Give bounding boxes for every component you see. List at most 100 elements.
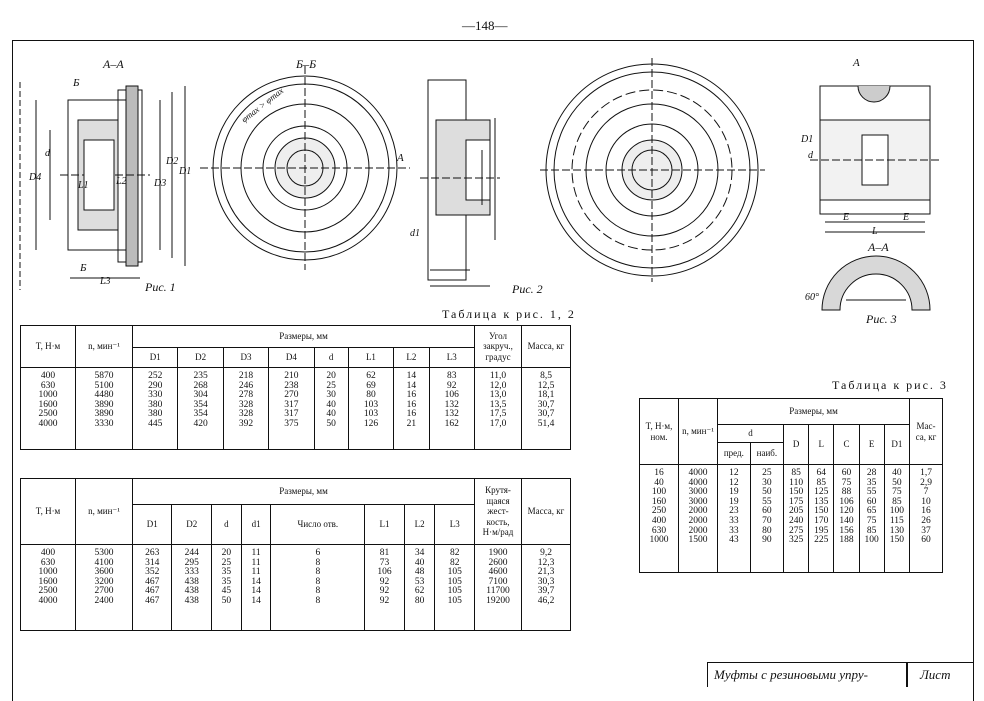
t1-h-col: D3 [222,347,270,368]
fig3-side-view [810,85,940,233]
stamp-divider [906,663,908,687]
t1-h-sizes: Размеры, мм [132,325,475,348]
t1-h-col: D2 [177,347,224,368]
t1-col-l2: 14 14 16 16 16 21 [393,367,430,450]
t1-h-col: D1 [131,347,179,368]
dim-fig3-d1: D1 [801,134,814,145]
t3-h-pred: пред. [717,442,751,465]
t2-h-mass: Масса, кг [521,478,571,545]
t1-h-mass: Масса, кг [521,325,571,368]
table3-caption: Таблица к рис. 3 [832,378,948,392]
t2-col-d2: 244 295 333 438 438 438 [171,544,212,631]
t2-col-stiff: 1900 2600 4600 7100 11700 19200 [474,544,522,631]
dim-fig2-d1: d1 [410,228,420,239]
t3-h-col: C [833,424,860,465]
t3-col-e: 28 35 55 60 65 75 85 100 [858,464,885,573]
t2-h-col: d [210,504,242,545]
t2-h-col: D1 [131,504,173,545]
dim-d3: D3 [154,178,167,189]
label-a-fig2: А [397,152,404,164]
t1-col-l1: 62 69 80 103 103 126 [347,367,395,450]
t2-h-col: L1 [364,504,405,545]
t2-col-d1-small: 11 11 11 14 14 14 [240,544,272,631]
t1-h-col: d [313,347,349,368]
t3-col-pred: 12 12 19 19 23 33 33 43 [717,464,751,573]
t1-col-d1: 252 290 330 380 380 445 [131,367,179,450]
t2-col-mass: 9,2 12,3 21,3 30,3 39,7 46,2 [521,544,571,631]
t2-col-holes: 6 8 8 8 8 8 [270,544,366,631]
label-b-bottom: Б [80,262,87,274]
t1-h-col: D4 [268,347,315,368]
t3-col-d: 85 110 150 175 205 240 275 325 [783,464,810,573]
t1-col-n: 5870 5100 4480 3890 3890 3330 [75,367,133,450]
t1-h-t: T, Н·м [20,325,76,368]
t3-h-n: n, мин⁻¹ [678,398,718,465]
fig1-front-view [200,66,410,270]
t2-h-sizes: Размеры, мм [132,478,475,505]
dim-d2: D2 [166,156,179,167]
dim-e-left: E [843,212,850,223]
label-angle: 60° [805,292,819,303]
label-section-bb: Б–Б [296,57,317,71]
label-section-aa: А–А [103,57,124,71]
t3-h-col: L [808,424,835,465]
t3-h-col: D1 [883,424,911,465]
t3-col-l: 64 85 125 135 150 170 195 225 [808,464,835,573]
t2-col-l1: 81 73 106 92 92 92 [364,544,405,631]
t1-h-angle: Угол закруч., градус [474,325,522,368]
label-fig3: Рис. 3 [866,312,897,326]
t3-h-col: E [858,424,885,465]
t3-col-naib: 25 30 50 55 60 70 80 90 [749,464,785,573]
t2-h-col: Число отв. [270,504,366,545]
t2-h-col: D2 [171,504,212,545]
dim-d: d [45,148,50,159]
t3-h-sizes: Размеры, мм [717,398,910,425]
table1-caption: Таблица к рис. 1, 2 [442,307,576,321]
dim-e-right: E [903,212,910,223]
t2-col-d1: 263 314 352 467 467 467 [131,544,173,631]
t2-col-n: 5300 4100 3600 3200 2700 2400 [75,544,133,631]
label-section-aa-fig3: А–А [868,240,889,254]
label-b-top: Б [73,77,80,89]
page-number: —148— [462,18,508,33]
label-fig1: Рис. 1 [145,280,176,294]
table1: T, Н·м n, мин⁻¹ Размеры, мм Угол закруч.… [20,325,571,450]
t3-h-col: D [783,424,810,465]
t2-col-d: 20 25 35 35 45 50 [210,544,242,631]
dim-d1: D1 [179,166,192,177]
dim-d4: D4 [29,172,42,183]
title-stamp: Муфты с резиновыми упру- Лист [707,662,973,687]
t2-h-col: L2 [403,504,436,545]
table2: T, Н·м n, мин⁻¹ Размеры, мм Крутя-щаяся … [20,478,571,631]
t1-col-angle: 11,0 12,0 13,0 13,5 17,5 17,0 [474,367,522,450]
dim-l3: L3 [100,276,111,287]
fig2-section [420,79,500,287]
t3-col-c: 60 75 88 106 120 140 156 188 [833,464,860,573]
t1-h-col: L2 [393,347,430,368]
t2-col-l2: 34 40 48 53 62 80 [403,544,436,631]
t3-col-mass: 1,7 2,9 7 10 16 26 37 60 [909,464,943,573]
t1-col-d4: 210 238 270 317 317 375 [268,367,315,450]
t3-h-d: d [716,424,785,443]
stamp-sheet: Лист [920,667,951,682]
t3-h-t: T, Н·м, ном. [639,398,679,465]
t2-h-t: T, Н·м [20,478,76,545]
t3-col-n: 4000 4000 3000 3000 2000 2000 2000 1500 [678,464,718,573]
t3-col-d1: 40 50 75 85 100 115 130 150 [883,464,911,573]
t2-col-t: 400 630 1000 1600 2500 4000 [20,544,76,631]
table3: T, Н·м, ном. n, мин⁻¹ Размеры, мм Мас-са… [639,398,943,573]
coupling-drawings [19,58,940,311]
stamp-title: Муфты с резиновыми упру- [714,667,868,682]
t1-h-col: L3 [428,347,476,368]
fig2-front-view [540,58,765,282]
t1-h-n: n, мин⁻¹ [75,325,133,368]
t1-col-mass: 8,5 12,5 18,1 30,7 30,7 51,4 [521,367,571,450]
label-a-fig3: А [853,57,860,69]
t2-h-n: n, мин⁻¹ [75,478,133,545]
dim-l1: L1 [78,180,89,191]
fig3-section [821,255,931,311]
t2-h-col: L3 [434,504,475,545]
t1-col-d3: 218 246 278 328 328 392 [222,367,270,450]
t1-col-d2: 235 268 304 354 354 420 [177,367,224,450]
t3-col-t: 16 40 100 160 250 400 630 1000 [639,464,679,573]
